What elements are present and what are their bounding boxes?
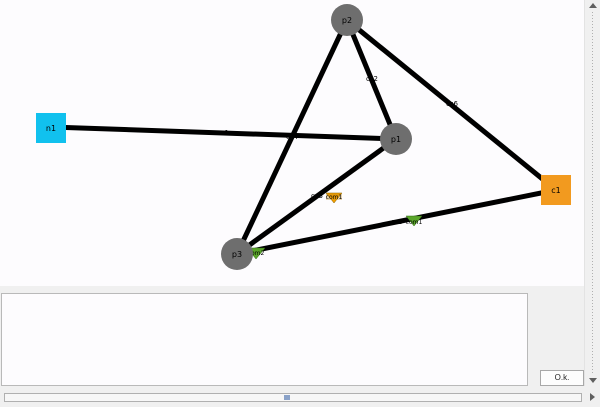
log-panel[interactable] bbox=[1, 293, 528, 386]
edge-cs5[interactable] bbox=[236, 187, 557, 257]
scroll-track[interactable] bbox=[4, 393, 582, 402]
edge-label-cs4: cs4 bbox=[286, 133, 298, 141]
edge-cs2[interactable] bbox=[344, 19, 399, 140]
edge-label-cs2: cs2 bbox=[366, 75, 378, 83]
marker-com1-orange[interactable]: com1 bbox=[325, 192, 343, 204]
edge-label-cs1: cs1 bbox=[217, 129, 229, 137]
node-label: p1 bbox=[391, 135, 401, 144]
scroll-thumb[interactable] bbox=[284, 395, 290, 400]
edge-cs4[interactable] bbox=[234, 18, 350, 256]
ok-button[interactable]: O.k. bbox=[540, 370, 584, 386]
edge-label-cs3: cs3 bbox=[311, 192, 323, 200]
network-graph[interactable]: cs1 cs2 cs3 cs4 cs5 cs6 com1 com1 com2 n… bbox=[0, 0, 584, 286]
node-label: n1 bbox=[46, 124, 56, 133]
marker-label: com1 bbox=[326, 194, 343, 201]
node-p2[interactable]: p2 bbox=[331, 4, 363, 36]
edge-cs6[interactable] bbox=[345, 18, 558, 192]
edge-label-cs5: cs5 bbox=[391, 218, 403, 226]
marker-label: com1 bbox=[406, 219, 423, 226]
node-label: c1 bbox=[551, 186, 561, 195]
graph-canvas[interactable]: cs1 cs2 cs3 cs4 cs5 cs6 com1 com1 com2 n… bbox=[0, 0, 584, 286]
edge-cs3[interactable] bbox=[235, 136, 398, 257]
vertical-scrollbar[interactable] bbox=[584, 0, 600, 386]
node-label: p3 bbox=[232, 250, 242, 259]
node-n1[interactable]: n1 bbox=[36, 113, 66, 143]
scroll-track[interactable] bbox=[592, 12, 593, 374]
edge-cs1[interactable] bbox=[50, 124, 397, 142]
node-p1[interactable]: p1 bbox=[380, 123, 412, 155]
node-c1[interactable]: c1 bbox=[541, 175, 571, 205]
scroll-right-arrow-icon[interactable] bbox=[590, 393, 595, 401]
marker-com1-green[interactable]: com1 bbox=[405, 215, 423, 227]
scroll-up-arrow-icon[interactable] bbox=[589, 3, 597, 8]
edge-label-cs6: cs6 bbox=[446, 100, 458, 108]
node-label: p2 bbox=[342, 16, 352, 25]
horizontal-scrollbar[interactable] bbox=[0, 387, 600, 407]
node-p3[interactable]: p3 bbox=[221, 238, 253, 270]
marker-label: com2 bbox=[248, 250, 265, 257]
scroll-down-arrow-icon[interactable] bbox=[589, 378, 597, 383]
